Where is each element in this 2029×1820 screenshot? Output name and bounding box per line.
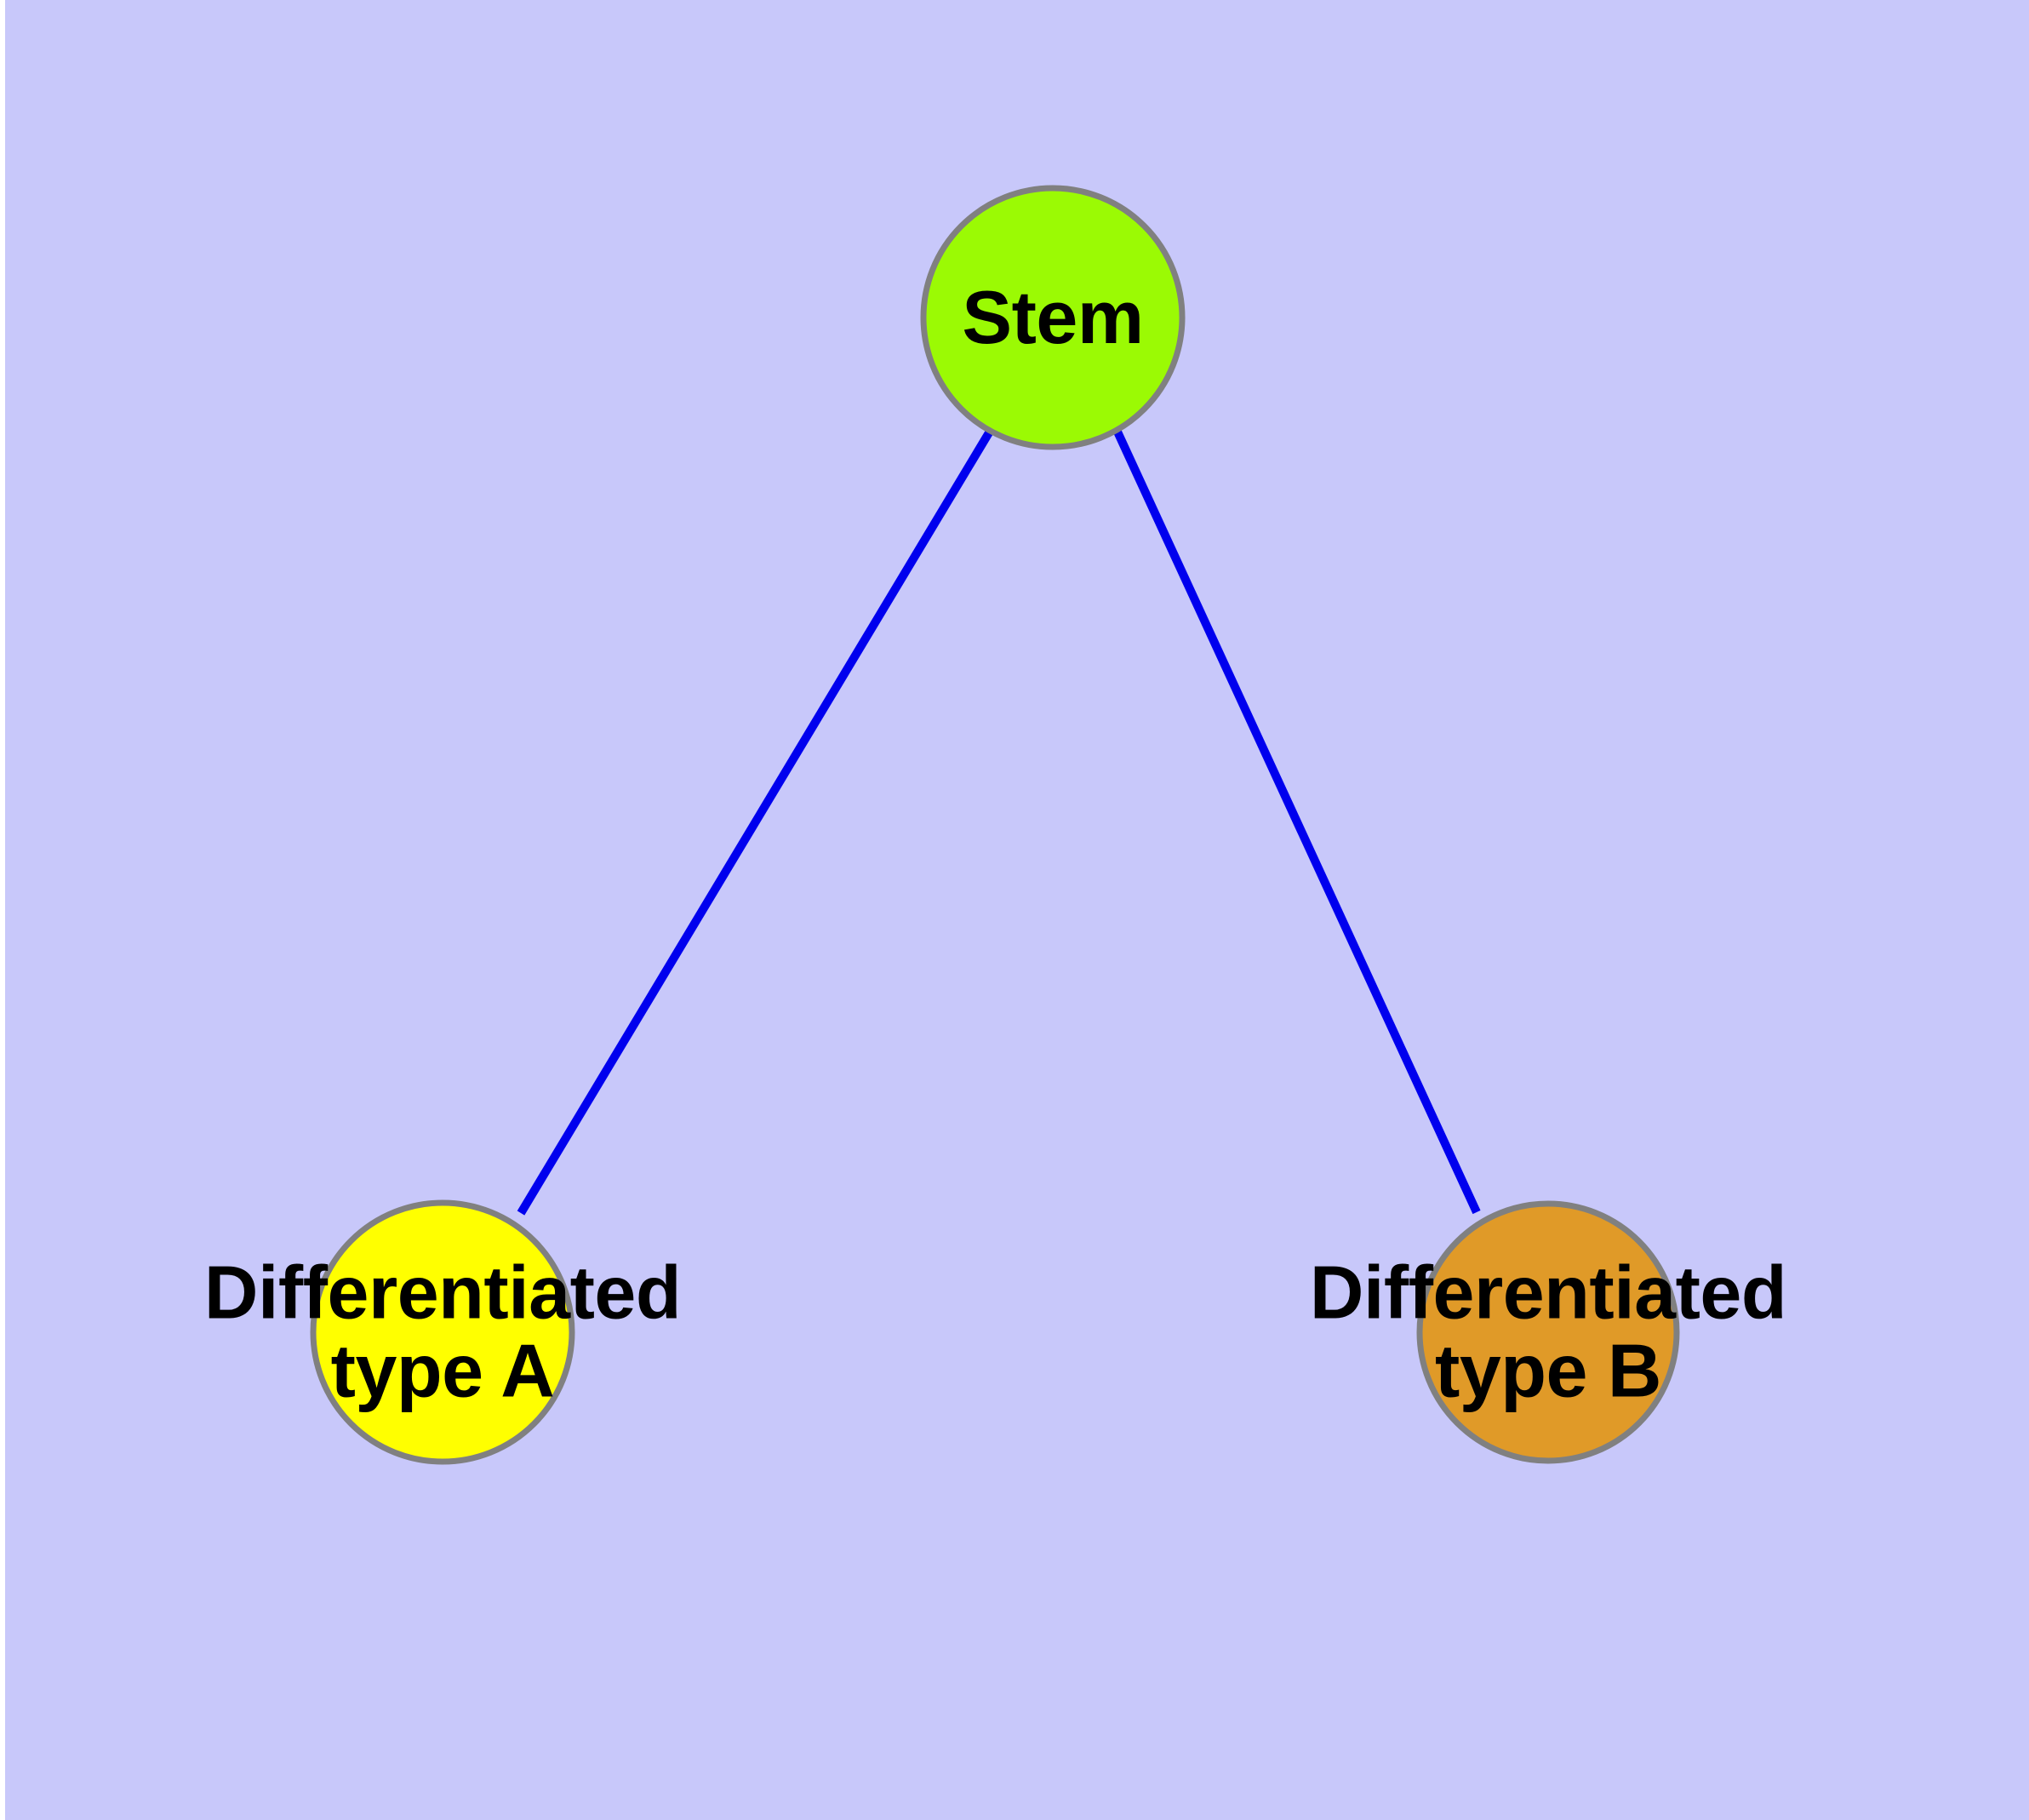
node-diff_a[interactable] bbox=[310, 1199, 575, 1465]
edge-stem-to-diff-b[interactable] bbox=[1112, 427, 1481, 1215]
node-stem[interactable] bbox=[920, 185, 1186, 450]
edge-stem-to-diff-a[interactable] bbox=[517, 427, 995, 1216]
node-diff_b[interactable] bbox=[1416, 1200, 1680, 1464]
edges-layer bbox=[517, 427, 1481, 1216]
nodes-layer bbox=[310, 185, 1680, 1465]
